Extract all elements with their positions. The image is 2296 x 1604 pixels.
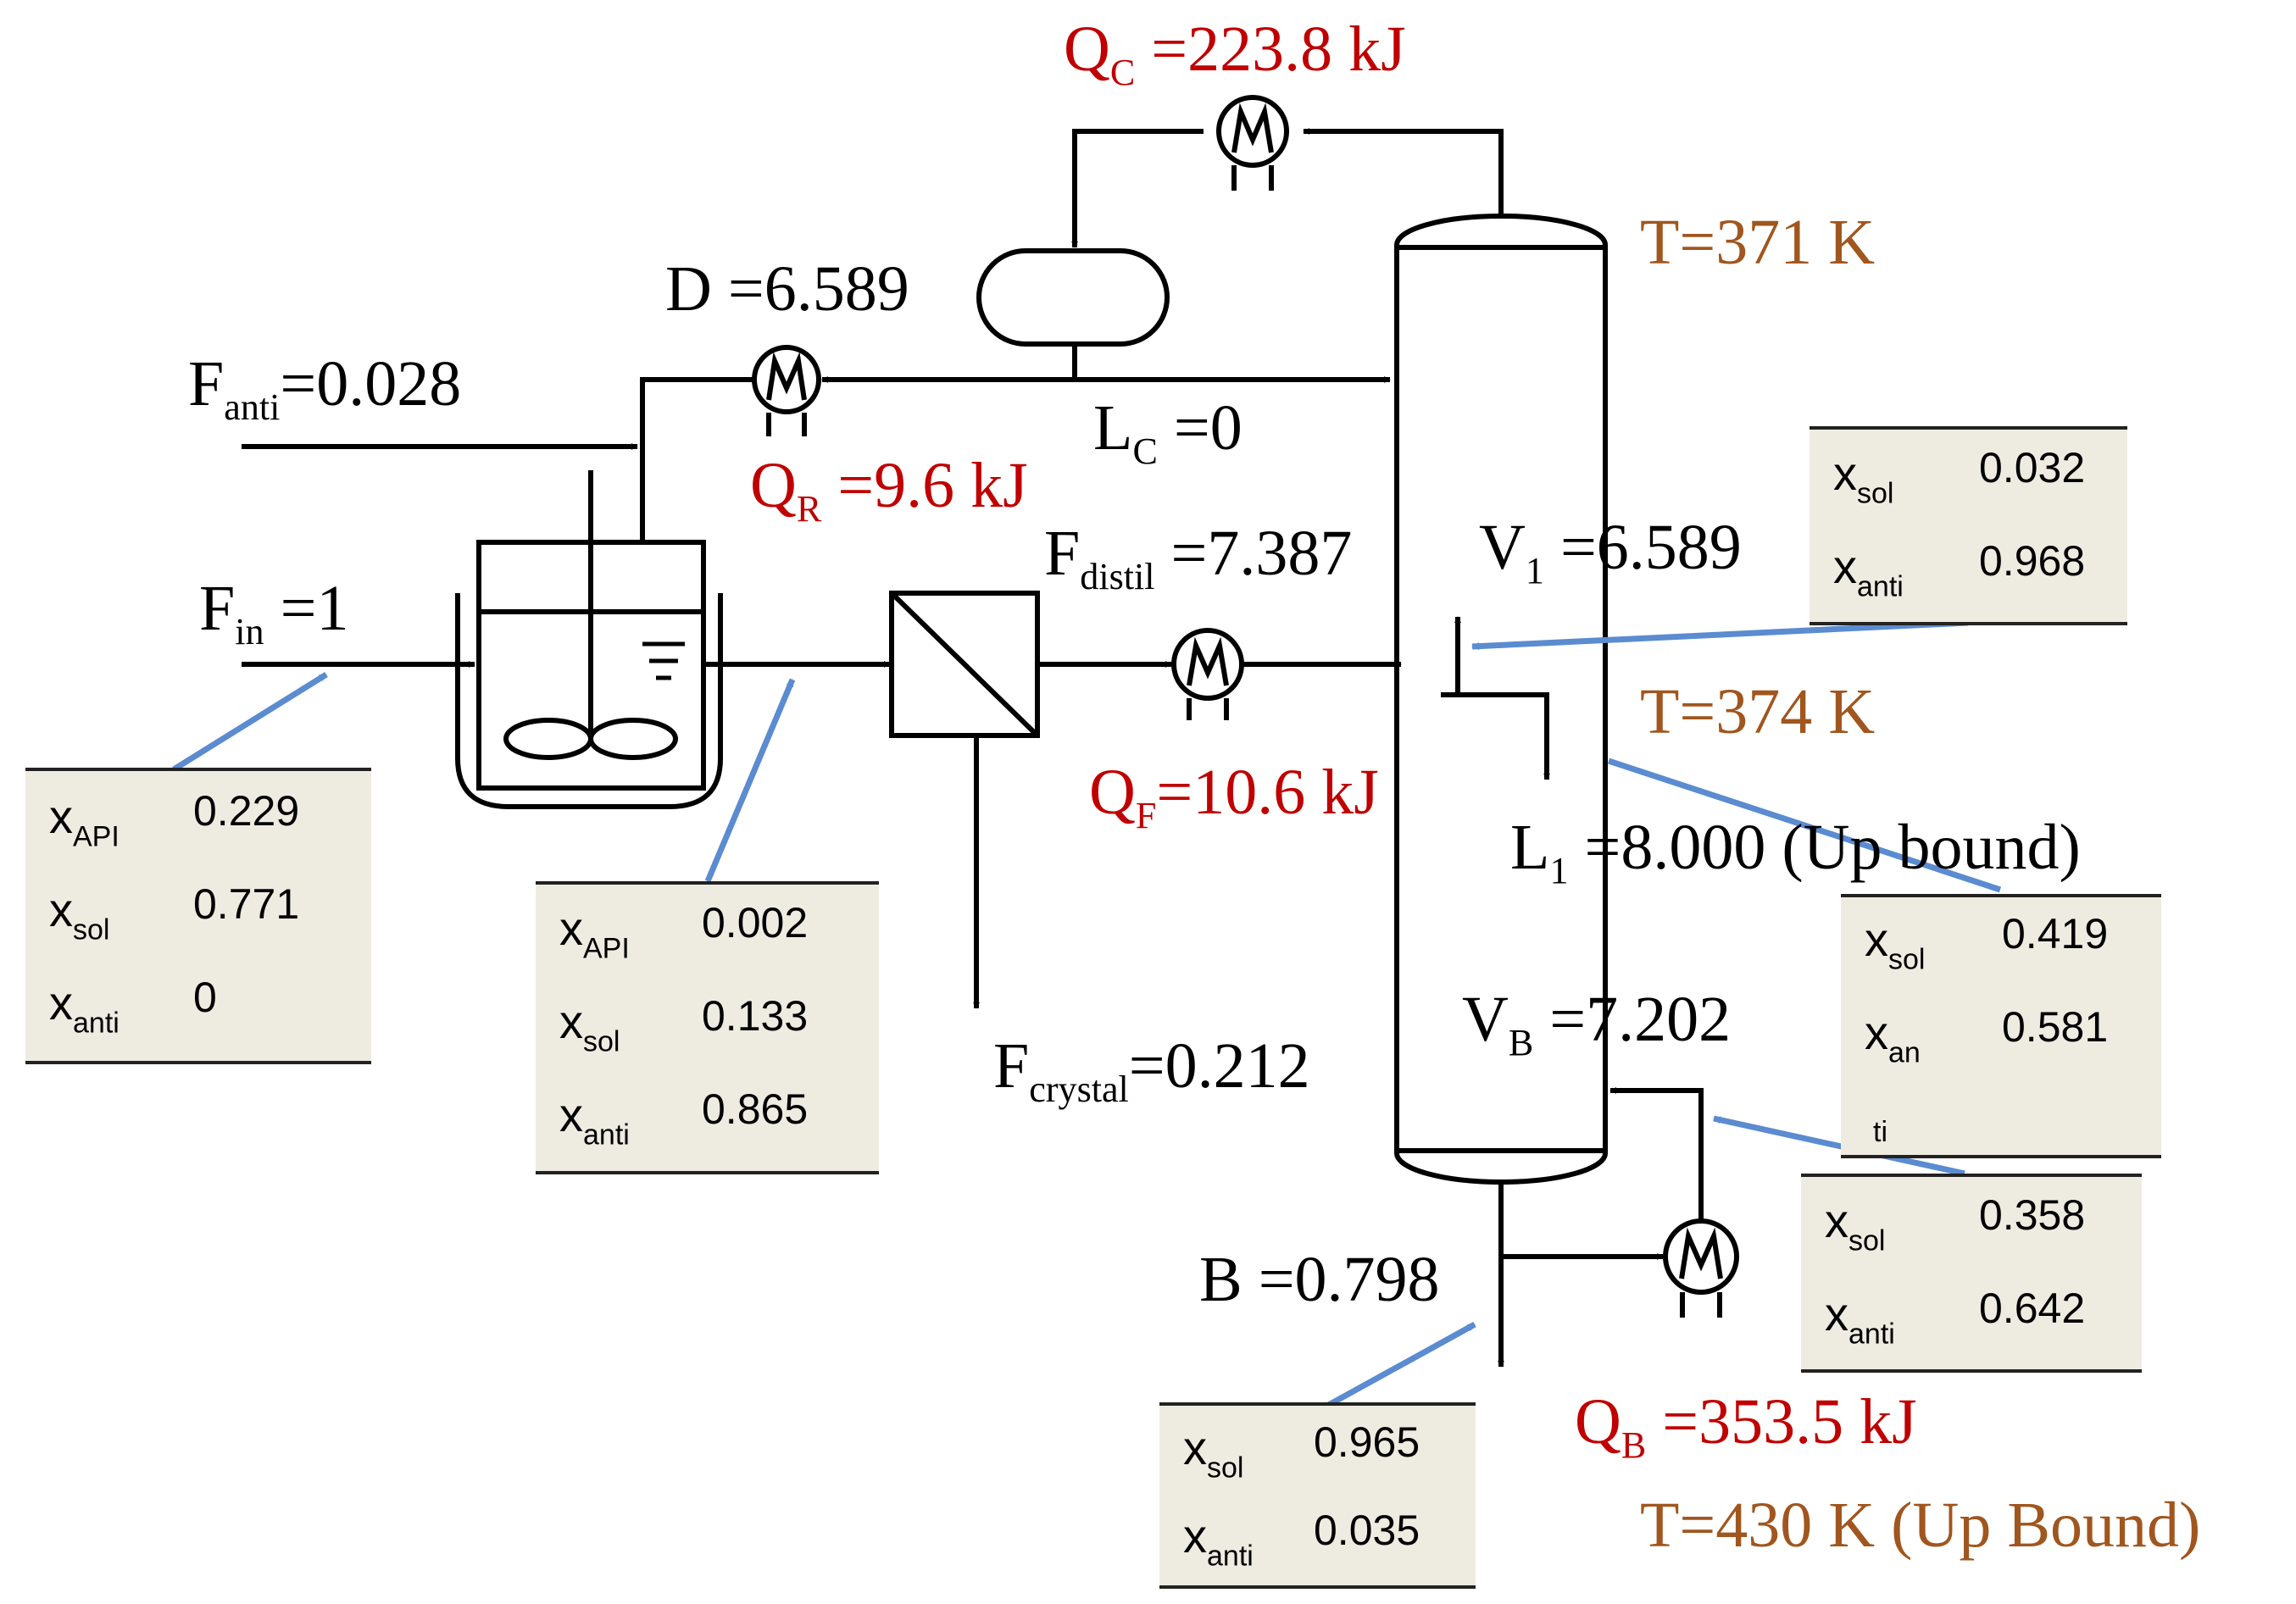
top-temperature-label: T=371 K <box>1640 207 1876 278</box>
feed-heater-icon <box>1171 628 1244 720</box>
mid-temperature-label: T=374 K <box>1640 676 1876 747</box>
distil-flow-label: Fdistil =7.387 <box>1044 518 1353 597</box>
feed-flow-label: Fin =1 <box>199 573 349 652</box>
reboiler-duty-label: QB =353.5 kJ <box>1575 1386 1917 1466</box>
condenser-icon <box>1216 95 1289 191</box>
crystal-flow-label: Fcrystal=0.212 <box>993 1030 1310 1110</box>
condensate-line <box>1071 129 1204 248</box>
recycle-to-crystallizer <box>639 377 753 550</box>
condenser-duty-label: QC =223.8 kJ <box>1064 14 1406 93</box>
stage-flow-arrows <box>1441 616 1550 780</box>
boilup-flow-label: VB =7.202 <box>1462 984 1732 1063</box>
antisolvent-flow-label: Fanti=0.028 <box>188 348 462 428</box>
recycle-cooler-icon <box>752 345 821 436</box>
vapor-1-flow-label: V1 =6.589 <box>1479 512 1742 591</box>
reboiler-icon <box>1663 1218 1739 1318</box>
bottom-temperature-label: T=430 K (Up Bound) <box>1640 1490 2201 1561</box>
liquid-1-flow-label: L1 =8.000 (Up bound) <box>1510 812 2081 891</box>
filter-icon <box>889 591 1040 738</box>
distillate-flow-label: D =6.589 <box>665 253 909 325</box>
overhead-vapor-line <box>1303 128 1504 216</box>
bottoms-flow-label: B =0.798 <box>1199 1244 1440 1315</box>
boilup-line <box>1609 1087 1704 1221</box>
crystallizer-vessel <box>455 470 723 809</box>
stream-pointer-lines <box>172 619 2002 1414</box>
reflux-drum <box>976 248 1170 347</box>
recycle-duty-label: QR =9.6 kJ <box>750 450 1028 530</box>
feed-heater-duty-label: QF=10.6 kJ <box>1089 757 1379 836</box>
reflux-flow-label: LC =0 <box>1093 392 1243 472</box>
wrapped-subscript: ti <box>1873 1116 1887 1148</box>
